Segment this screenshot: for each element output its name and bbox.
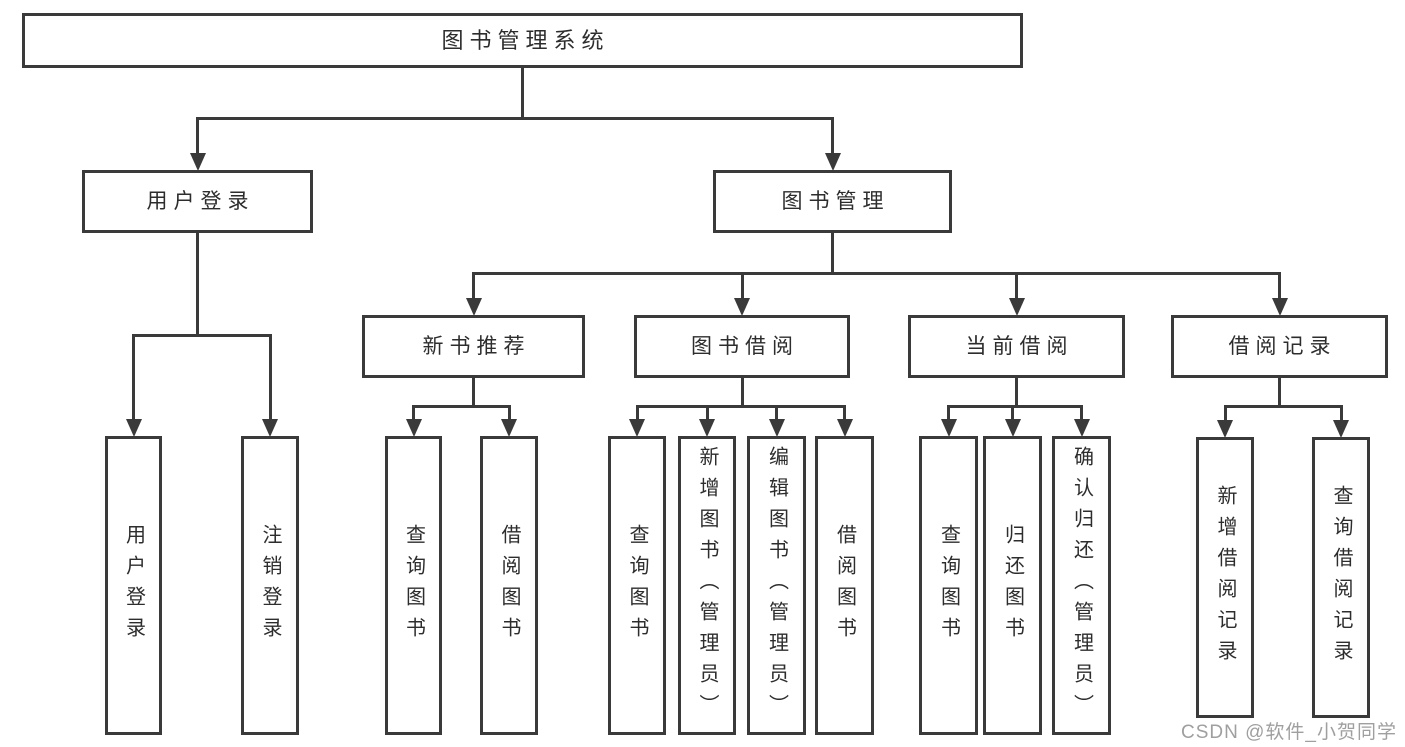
node-label: 借阅图书 xyxy=(498,523,520,648)
node-label: 查询图书 xyxy=(937,523,960,648)
connector-line xyxy=(472,273,475,301)
connector-line xyxy=(635,404,846,408)
node-nb-query: 查询图书 xyxy=(385,436,442,735)
connector-line xyxy=(196,116,834,120)
connector-line xyxy=(472,271,1281,275)
connector-line xyxy=(132,335,135,422)
node-bb-add: 新增图书（管理员） xyxy=(678,436,736,735)
node-current-borrow: 当前借阅 xyxy=(908,315,1125,378)
arrowhead-down-icon xyxy=(501,419,517,437)
node-label: 当前借阅 xyxy=(965,335,1074,358)
node-label: 用户登录 xyxy=(122,523,145,648)
connector-line xyxy=(1015,378,1018,406)
connector-line xyxy=(1015,273,1018,301)
arrowhead-down-icon xyxy=(125,419,142,437)
node-label: 图书借阅 xyxy=(691,335,799,358)
connector-line xyxy=(521,68,524,118)
connector-line xyxy=(740,273,744,301)
connector-line xyxy=(472,378,475,406)
node-label: 新增图书（管理员） xyxy=(696,446,718,725)
connector-line xyxy=(831,118,834,156)
arrowhead-down-icon xyxy=(1271,298,1288,316)
node-label: 新增借阅记录 xyxy=(1214,484,1236,671)
node-label: 查询图书 xyxy=(626,523,648,648)
connector-line xyxy=(740,378,744,406)
node-logout: 注销登录 xyxy=(241,436,299,735)
node-cb-query: 查询图书 xyxy=(919,436,978,735)
connector-line xyxy=(412,404,511,408)
node-label: 借阅记录 xyxy=(1228,335,1337,358)
arrowhead-down-icon xyxy=(734,298,750,316)
arrowhead-down-icon xyxy=(836,419,853,437)
connector-line xyxy=(947,406,950,422)
node-label: 编辑图书（管理员） xyxy=(765,446,788,725)
node-cb-confirm: 确认归还（管理员） xyxy=(1052,436,1111,735)
connector-line xyxy=(843,406,846,422)
arrowhead-down-icon xyxy=(824,153,841,171)
arrowhead-down-icon xyxy=(768,419,785,437)
node-label: 查询借阅记录 xyxy=(1330,484,1352,671)
arrowhead-down-icon xyxy=(1217,420,1233,438)
connector-line xyxy=(1223,404,1343,408)
node-bb-edit: 编辑图书（管理员） xyxy=(747,436,806,735)
arrowhead-down-icon xyxy=(1073,419,1090,437)
node-login: 用户登录 xyxy=(105,436,162,735)
arrowhead-down-icon xyxy=(629,419,645,437)
node-label: 图书管理 xyxy=(781,190,890,213)
connector-line xyxy=(831,233,834,273)
connector-line xyxy=(507,406,511,422)
node-bb-query: 查询图书 xyxy=(608,436,666,735)
connector-line xyxy=(947,404,1083,408)
node-label: 查询图书 xyxy=(402,523,425,648)
node-book-borrow: 图书借阅 xyxy=(634,315,850,378)
arrowhead-down-icon xyxy=(262,419,278,437)
connector-line xyxy=(132,333,272,337)
arrowhead-down-icon xyxy=(1008,298,1025,316)
connector-line xyxy=(775,406,778,422)
node-root: 图书管理系统 xyxy=(22,13,1023,68)
connector-line xyxy=(705,406,709,422)
connector-line xyxy=(196,233,199,335)
node-label: 用户登录 xyxy=(146,190,255,213)
node-label: 借阅图书 xyxy=(833,523,856,648)
node-cb-return: 归还图书 xyxy=(983,436,1042,735)
connector-line xyxy=(412,406,415,422)
node-user-login: 用户登录 xyxy=(82,170,313,233)
arrowhead-down-icon xyxy=(405,419,422,437)
connector-line xyxy=(1080,406,1083,422)
node-label: 新书推荐 xyxy=(422,335,531,358)
node-bb-borrow: 借阅图书 xyxy=(815,436,874,735)
node-br-query: 查询借阅记录 xyxy=(1312,437,1370,718)
arrowhead-down-icon xyxy=(1004,419,1021,437)
node-br-add: 新增借阅记录 xyxy=(1196,437,1254,718)
arrowhead-down-icon xyxy=(1333,420,1349,438)
node-nb-borrow: 借阅图书 xyxy=(480,436,538,735)
node-new-book-rec: 新书推荐 xyxy=(362,315,585,378)
node-book-mgmt: 图书管理 xyxy=(713,170,952,233)
connector-line xyxy=(1011,406,1014,422)
watermark: CSDN @软件_小贺同学 xyxy=(1181,722,1397,743)
arrowhead-down-icon xyxy=(189,153,206,171)
connector-line xyxy=(1339,406,1343,423)
node-label: 归还图书 xyxy=(1001,523,1024,648)
arrowhead-down-icon xyxy=(699,419,715,437)
node-label: 确认归还（管理员） xyxy=(1070,446,1093,725)
node-label: 图书管理系统 xyxy=(441,27,610,53)
connector-line xyxy=(196,118,199,156)
connector-line xyxy=(268,335,272,422)
arrowhead-down-icon xyxy=(940,419,957,437)
node-borrow-records: 借阅记录 xyxy=(1171,315,1388,378)
connector-line xyxy=(1223,406,1227,423)
arrowhead-down-icon xyxy=(465,298,482,316)
node-label: 注销登录 xyxy=(259,523,281,648)
connector-line xyxy=(635,406,639,422)
connector-line xyxy=(1278,273,1281,301)
connector-line xyxy=(1278,378,1281,406)
